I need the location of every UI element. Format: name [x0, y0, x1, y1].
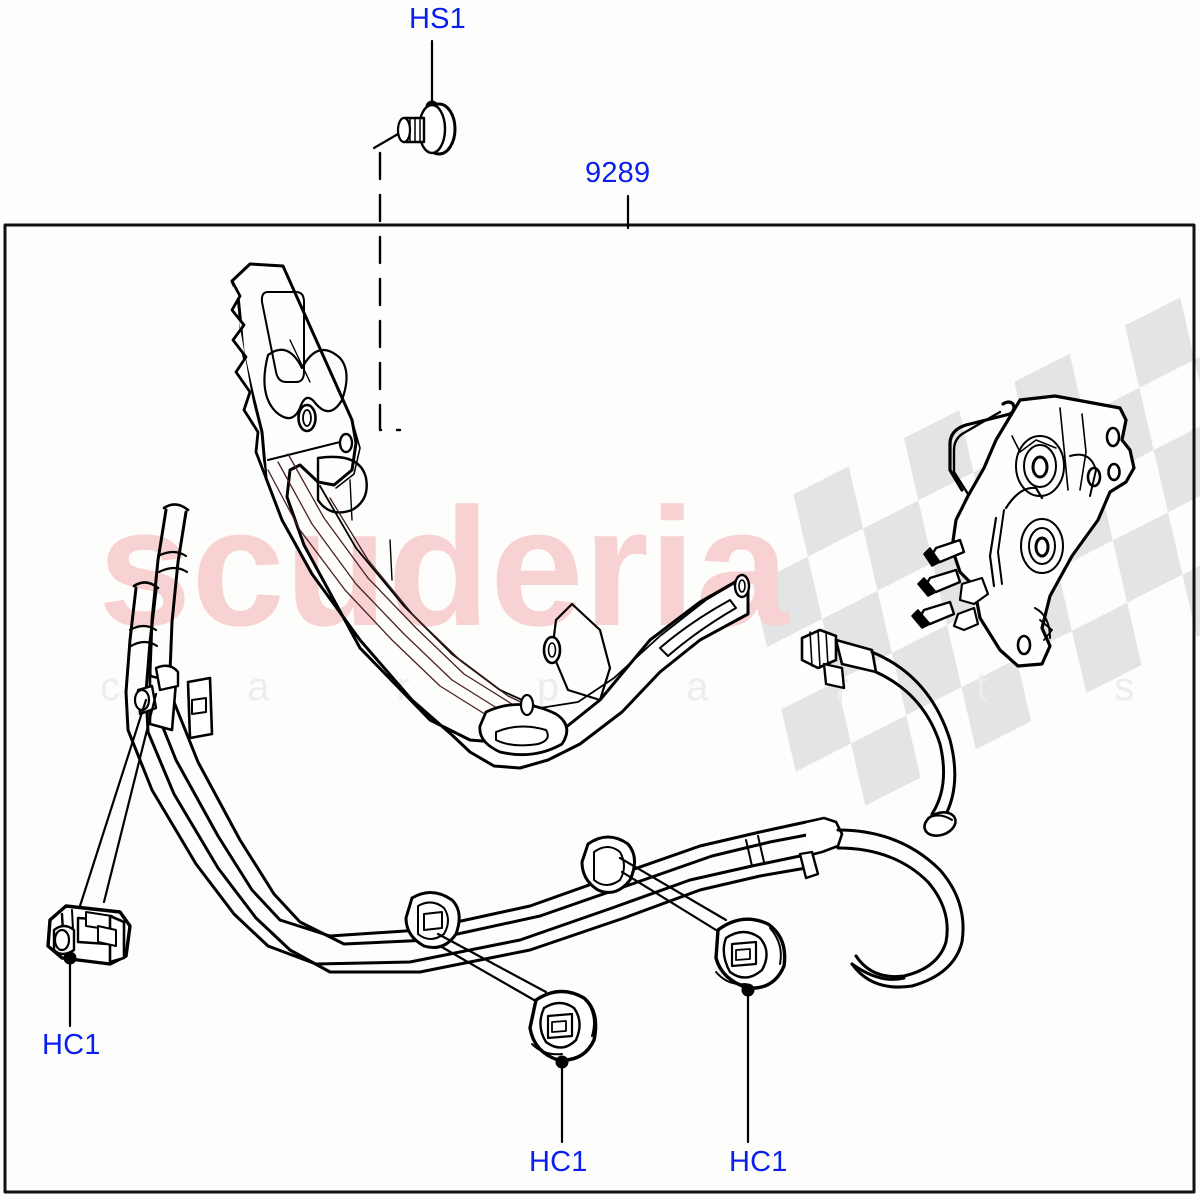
- callout-label-9289[interactable]: 9289: [585, 157, 651, 189]
- part-mounting-bracket-right: [911, 394, 1136, 668]
- pipe-right-hose-and-fitting: [798, 628, 965, 989]
- callout-label-hs1[interactable]: HS1: [409, 3, 467, 35]
- detail-clip-hc1-middle: [436, 932, 598, 1144]
- detail-clip-hc1-left: [46, 692, 158, 1028]
- callout-label-hc1-left[interactable]: HC1: [42, 1029, 101, 1061]
- pipe-clip-mid-lower: [404, 891, 461, 949]
- part-oil-cooler-bracket-9289: [230, 262, 751, 770]
- diagram-frame: [3, 223, 1196, 1194]
- callout-dashed-leader-hs1: [378, 151, 402, 432]
- callout-leader-hs1: [425, 39, 439, 114]
- part-oil-cooler-pipe-assembly: bend --> long run --> right --> bend -->…: [124, 503, 965, 989]
- pipe-clip-left: [133, 664, 214, 740]
- callout-label-hc1-right[interactable]: HC1: [729, 1146, 788, 1178]
- callout-label-hc1-middle[interactable]: HC1: [529, 1146, 588, 1178]
- pipe-clip-mid-upper: [580, 835, 636, 894]
- part-flange-bolt: [372, 102, 457, 156]
- detail-clip-hc1-right: [618, 856, 787, 1144]
